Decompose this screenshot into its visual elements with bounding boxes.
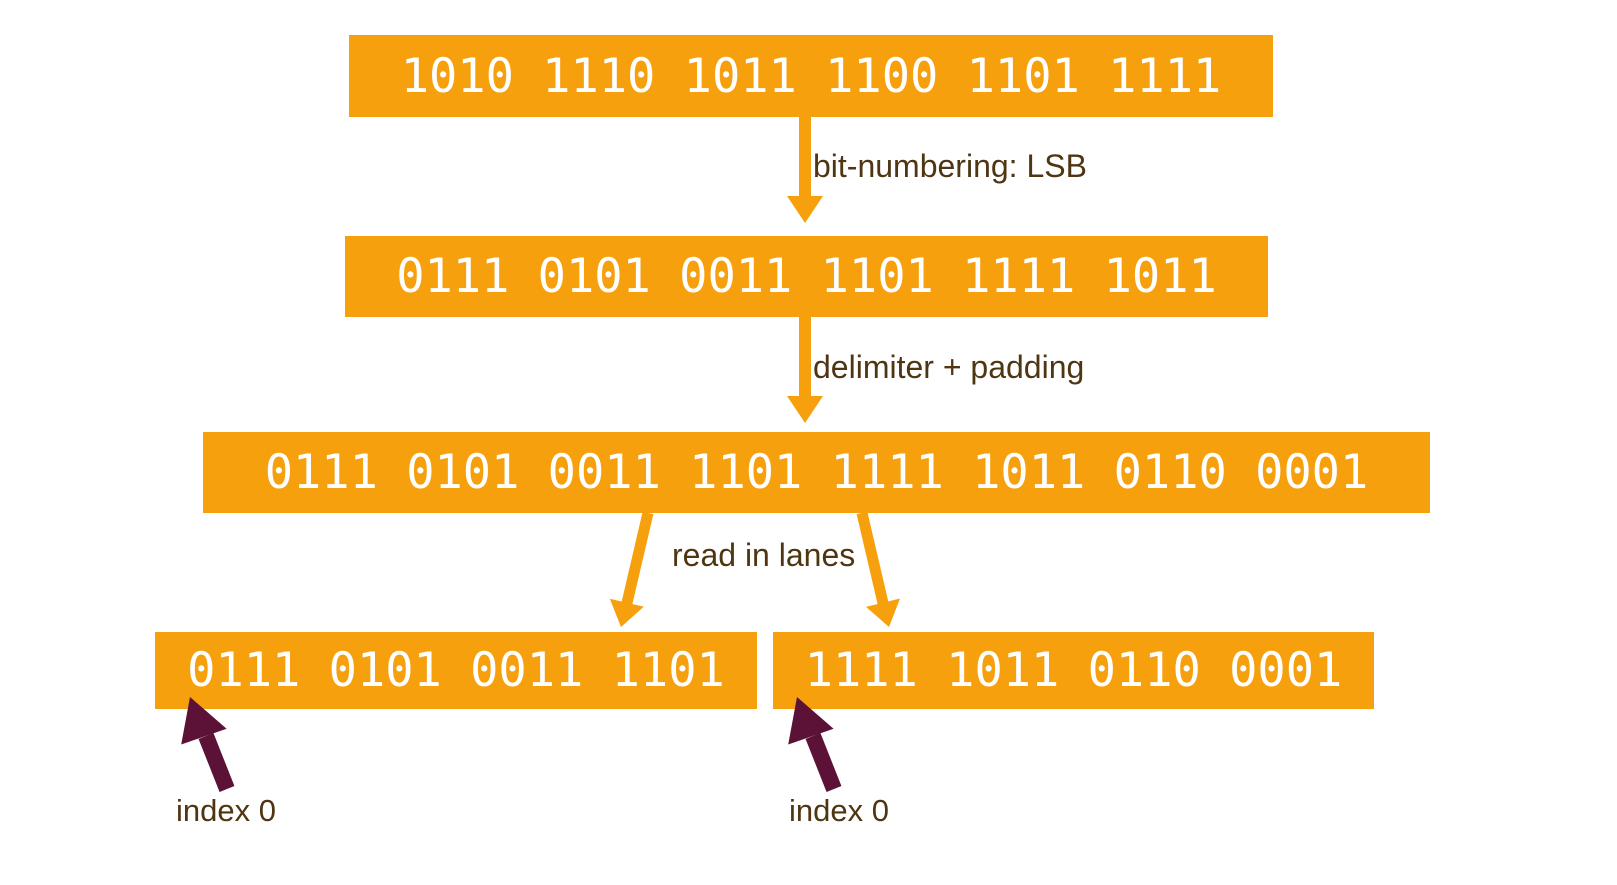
bit-box-lane1: 1111 1011 0110 0001: [773, 632, 1374, 709]
index-pointer-icon: [788, 697, 842, 792]
index-label-lane0: index 0: [176, 793, 276, 828]
bit-box-lsb: 0111 0101 0011 1101 1111 1011: [345, 236, 1268, 317]
bit-box-lane0: 0111 0101 0011 1101: [155, 632, 757, 709]
step-label-delimiter-padding: delimiter + padding: [813, 349, 1085, 385]
step-label-read-in-lanes: read in lanes: [672, 537, 856, 573]
bit-box-padded: 0111 0101 0011 1101 1111 1011 0110 0001: [203, 432, 1430, 513]
index-pointer-icon: [181, 697, 235, 792]
lane-split-arrows-icon: [609, 513, 900, 627]
step-label-bit-numbering: bit-numbering: LSB: [813, 148, 1087, 184]
down-arrow-icon: [787, 117, 823, 223]
index-label-lane1: index 0: [789, 793, 889, 828]
down-arrow-icon: [787, 317, 823, 423]
bit-box-source: 1010 1110 1011 1100 1101 1111: [349, 35, 1273, 117]
